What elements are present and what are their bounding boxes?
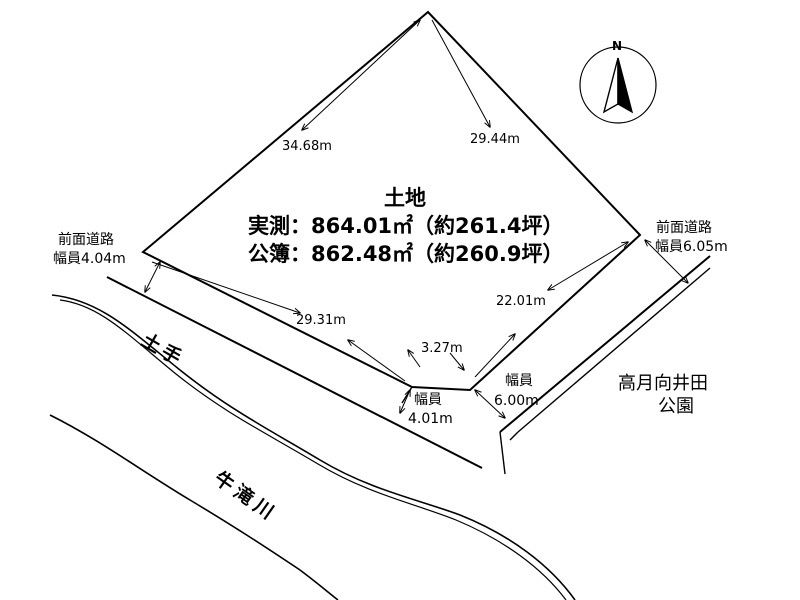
dim-arrow-road-middle	[475, 390, 505, 418]
road-label-left-line1: 前面道路	[58, 232, 114, 248]
road-label-middle-line2: 6.00m	[494, 393, 539, 409]
road-edge-drop-2	[509, 431, 519, 441]
road-label-bottom-line1: 幅員	[414, 392, 442, 408]
road-label-middle-line1: 幅員	[505, 373, 533, 389]
dim-arrow-29-31-b	[348, 340, 406, 382]
dim-arrow-3-27-right	[449, 352, 464, 370]
embankment-line-inner	[59, 299, 567, 600]
dim-arrow-34-68	[302, 20, 420, 130]
north-arrow-icon	[579, 46, 657, 124]
north-label: N	[612, 39, 623, 53]
land-title: 土地	[384, 186, 426, 210]
dim-arrow-3-27-left	[408, 350, 421, 368]
road-label-right-line1: 前面道路	[656, 220, 712, 236]
road-edge-left-outer	[106, 276, 483, 469]
dim-arrow-road-right	[645, 240, 688, 283]
park-label-line2: 公園	[658, 396, 694, 417]
river-edge-upper	[49, 414, 339, 600]
dim-arrow-road-bottom	[400, 390, 410, 413]
dimension-label-3-27: 3.27m	[421, 341, 463, 356]
embankment-line-outer	[51, 294, 576, 600]
road-label-right-line2: 幅員6.05m	[655, 239, 728, 255]
dimension-label-29-31: 29.31m	[296, 313, 346, 328]
road-edge-right-outer-1	[499, 255, 711, 433]
dim-arrow-29-44	[431, 19, 490, 127]
dim-arrow-22-01-b	[474, 334, 515, 378]
road-edge-drop	[499, 431, 506, 475]
road-edge-right-outer-2	[517, 267, 711, 433]
park-label-line1: 高月向井田	[618, 373, 708, 394]
land-registered-area: 公簿：862.48㎡（約260.9坪）	[248, 242, 564, 266]
dim-arrow-road-left	[145, 262, 160, 292]
dim-arrow-22-01	[548, 242, 628, 290]
dim-arrow-29-31	[151, 261, 300, 313]
dimension-label-22-01: 22.01m	[496, 294, 546, 309]
road-label-left-line2: 幅員4.04m	[53, 251, 126, 267]
land-measured-area: 実測：864.01㎡（約261.4坪）	[248, 214, 564, 238]
road-label-bottom-line2: 4.01m	[408, 411, 453, 427]
dimension-label-34-68: 34.68m	[282, 139, 332, 154]
dimension-label-29-44: 29.44m	[470, 132, 520, 147]
road-edge-lower-middle	[401, 386, 413, 404]
